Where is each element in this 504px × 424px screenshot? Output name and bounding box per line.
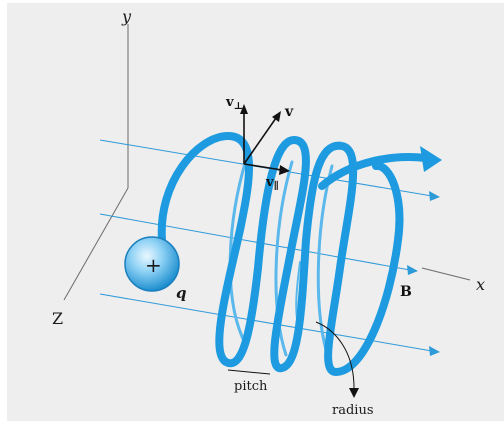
pitch-label: pitch: [234, 379, 268, 394]
v-total-label: v: [284, 104, 294, 120]
x-axis: [421, 267, 471, 281]
radius-leader-line: [315, 321, 355, 389]
pitch-annotation: pitch: [227, 369, 271, 394]
radius-annotation: radius: [315, 321, 374, 418]
helix-exit-segment: [318, 153, 430, 190]
field-line: [99, 293, 433, 352]
charged-particle: + q: [124, 236, 187, 302]
x-axis-label: x: [476, 275, 485, 294]
radius-leader-arrowhead: [349, 388, 359, 398]
y-axis-label: y: [121, 7, 132, 26]
pitch-bracket-line: [227, 369, 271, 375]
diagram-panel: [7, 3, 504, 421]
charge-sphere: [124, 236, 180, 292]
helical-trajectory: [157, 131, 442, 377]
helix-back-segment: [316, 164, 334, 352]
v-parallel-label: v∥: [265, 175, 279, 192]
v-total-arrowhead: [272, 111, 281, 122]
magnetic-field-lines: [99, 139, 440, 356]
field-line: [99, 213, 411, 271]
coordinate-axes: y x Z: [52, 7, 485, 328]
v-perpendicular-subscript: ⊥: [234, 101, 244, 112]
velocity-vectors: v⊥ v v∥: [225, 95, 294, 192]
helix-back-segment: [274, 160, 294, 357]
radius-label: radius: [332, 403, 374, 418]
v-total-arrow: [243, 117, 277, 165]
v-parallel-arrowhead: [279, 165, 290, 175]
v-parallel-arrow: [243, 163, 283, 171]
z-axis-label: Z: [52, 309, 63, 328]
helix-path: [157, 131, 404, 377]
charge-label: q: [176, 284, 187, 302]
field-label: B: [400, 284, 412, 300]
z-axis: [63, 187, 129, 301]
helix-direction-arrowhead: [420, 146, 442, 172]
v-perpendicular-label: v⊥: [225, 95, 243, 112]
v-parallel-symbol: v: [265, 175, 274, 190]
field-line-arrowhead: [429, 191, 440, 201]
v-parallel-subscript: ∥: [274, 180, 279, 192]
charge-sign: +: [145, 253, 162, 277]
field-line-arrowhead: [407, 265, 418, 275]
v-perpendicular-symbol: v: [225, 95, 234, 110]
v-perpendicular-arrowhead: [240, 104, 248, 114]
field-line-arrowhead: [429, 346, 440, 356]
